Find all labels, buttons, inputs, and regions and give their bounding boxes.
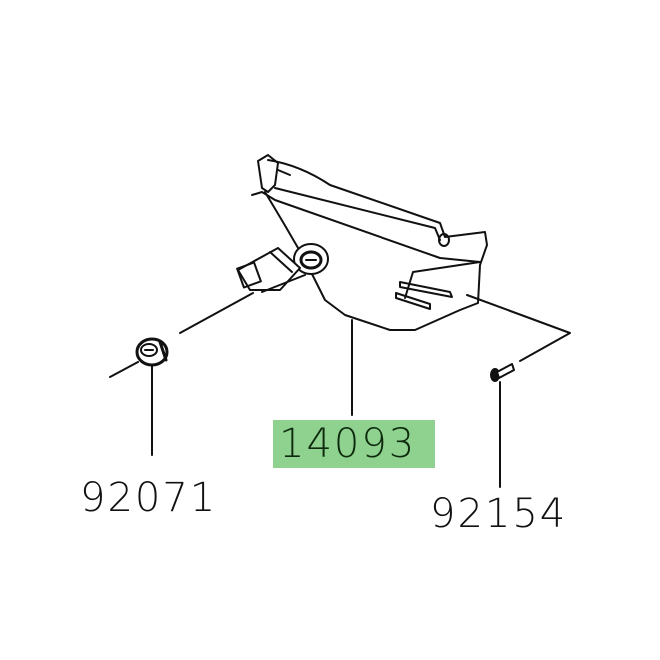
part-number-label[interactable]: 14093: [279, 421, 417, 467]
part-number-label[interactable]: 92071: [80, 475, 218, 521]
cover-part-14093[interactable]: [236, 154, 488, 331]
grommet-part-92071[interactable]: [135, 337, 169, 367]
screw-part-92154[interactable]: [490, 363, 515, 382]
highlight-box: [273, 420, 435, 468]
leader-lines: [109, 292, 571, 488]
part-number-label[interactable]: 92154: [430, 491, 568, 537]
